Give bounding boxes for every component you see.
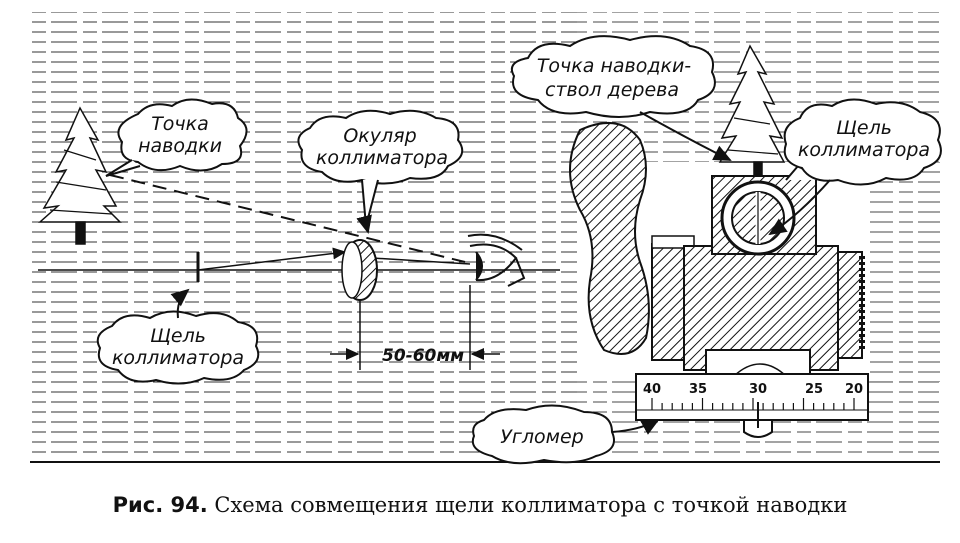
goniometer-scale: 40 35 30 25 20 — [635, 373, 869, 438]
eyepiece-line1: Окуляр — [343, 125, 416, 147]
scale-tick-20: 20 — [845, 382, 863, 397]
slit-left-line1: Щель — [150, 325, 206, 347]
ray — [197, 247, 347, 271]
callout-slit-left: Щель коллиматора — [96, 288, 260, 385]
figure-number: Рис. 94. — [112, 493, 208, 517]
slit-right-line2: коллиматора — [798, 139, 930, 161]
eyepiece-line2: коллиматора — [316, 147, 448, 169]
ray-after-lens — [371, 257, 471, 265]
goniometer-label: Угломер — [500, 426, 583, 448]
scale-tick-30: 30 — [749, 382, 767, 397]
callout-aim-point-left: Точка наводки — [105, 98, 248, 177]
figure-caption: Рис. 94. Схема совмещения щели коллимато… — [0, 493, 960, 517]
sight-line — [109, 174, 466, 263]
figure-caption-text: Схема совмещения щели коллиматора с точк… — [207, 493, 848, 517]
distance-dimension — [330, 285, 500, 370]
barrel-left — [651, 243, 685, 361]
knob-right — [837, 251, 863, 359]
callout-eyepiece: Окуляр коллиматора — [297, 109, 464, 234]
slit-right-line1: Щель — [836, 117, 892, 139]
scale-tick-40: 40 — [643, 382, 661, 397]
tree-right-icon — [718, 44, 786, 177]
aim-point-right-line1: Точка наводки- — [537, 55, 691, 77]
callout-aim-point-right: Точка наводки- ствол дерева — [510, 35, 732, 161]
aim-point-left-line2: наводки — [138, 135, 222, 157]
distance-label: 50-60мм — [382, 346, 464, 366]
slit-window — [720, 180, 796, 256]
callout-goniometer: Угломер — [471, 404, 660, 465]
tree-left-icon — [38, 106, 122, 245]
aim-point-right-line2: ствол дерева — [545, 79, 679, 101]
slit-left-line2: коллиматора — [112, 347, 244, 369]
aim-point-left-line1: Точка — [151, 113, 209, 135]
eyecup — [569, 122, 650, 355]
callout-slit-right: Щель коллиматора — [768, 98, 942, 236]
eye-icon — [467, 233, 526, 287]
scale-tick-35: 35 — [689, 382, 707, 397]
eyepiece-lens-icon — [341, 239, 378, 301]
scale-tick-25: 25 — [805, 382, 823, 397]
